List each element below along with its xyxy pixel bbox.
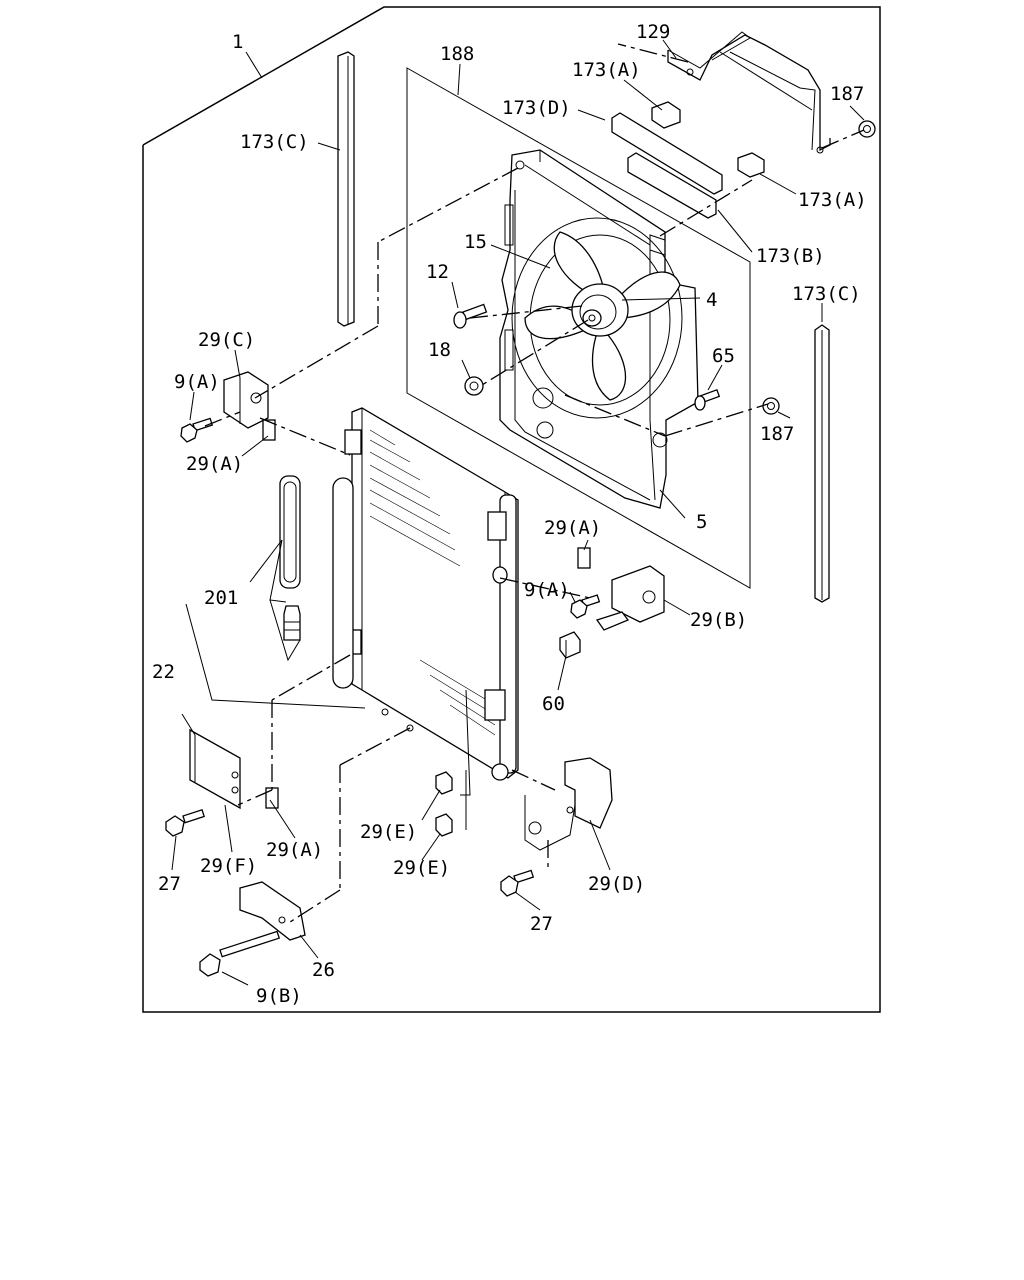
fan-motor [571, 283, 629, 337]
nut-18 [464, 376, 484, 396]
label-26: 26 [312, 959, 335, 981]
bracket-29d [524, 757, 613, 851]
seal-pad-173a-right [737, 152, 765, 178]
label-29e-2: 29(E) [393, 857, 450, 879]
label-29b: 29(B) [690, 609, 747, 631]
label-29a-left: 29(A) [186, 453, 243, 475]
bracket-29c [223, 371, 276, 441]
nut-187-top [858, 120, 876, 138]
part-labels: 1 129 188 173(A) 173(D) 187 173(C) 173(A… [152, 21, 867, 1007]
label-9a-right: 9(A) [524, 579, 570, 601]
label-201: 201 [204, 587, 238, 609]
bracket-26 [239, 881, 306, 941]
condenser-fins [369, 429, 496, 736]
fan-subassembly-frame [406, 67, 751, 589]
label-173b: 173(B) [756, 245, 825, 267]
label-173a-top: 173(A) [572, 59, 641, 81]
upper-bracket [667, 31, 831, 154]
label-173d: 173(D) [502, 97, 571, 119]
label-29d: 29(D) [588, 873, 645, 895]
bolt-27-left [165, 809, 206, 837]
label-60: 60 [542, 693, 565, 715]
bracket-29f [181, 713, 279, 810]
bolt-9a-right [570, 594, 601, 619]
label-12: 12 [426, 261, 449, 283]
leader-lines [171, 39, 865, 986]
plug-201 [283, 605, 301, 641]
label-22: 22 [152, 661, 175, 683]
fan-blades [511, 217, 683, 419]
spacer-29e-2 [435, 813, 453, 837]
bolt-9b [199, 930, 281, 977]
label-29a-bottom: 29(A) [266, 839, 323, 861]
desiccant-bag [279, 475, 301, 589]
label-187-mid: 187 [760, 423, 794, 445]
seal-pad-173a-top [651, 101, 681, 129]
bracket-29b [577, 547, 665, 631]
label-18: 18 [428, 339, 451, 361]
label-188: 188 [440, 43, 474, 65]
seal-strip-left [337, 51, 355, 327]
label-65: 65 [712, 345, 735, 367]
seal-strip-173b [627, 152, 717, 219]
label-15: 15 [464, 231, 487, 253]
receiver-drier [332, 477, 354, 689]
label-1: 1 [232, 31, 243, 53]
label-4: 4 [706, 289, 717, 311]
seal-strip-right [814, 324, 830, 603]
assembly-frame [142, 6, 881, 1013]
label-27-right: 27 [530, 913, 553, 935]
alignment-lines [204, 43, 865, 923]
seal-strip-173d [611, 112, 723, 195]
bolt-12 [453, 303, 488, 329]
bolt-65 [694, 389, 721, 411]
label-5: 5 [696, 511, 707, 533]
clip-60 [559, 631, 581, 659]
nut-187-middle [762, 397, 780, 415]
label-173a-right: 173(A) [798, 189, 867, 211]
spacer-29e-1 [435, 771, 453, 795]
label-29c: 29(C) [198, 329, 255, 351]
bolt-9a-left [180, 417, 214, 443]
label-173c-left: 173(C) [240, 131, 309, 153]
bolt-27-right [500, 869, 535, 897]
label-129: 129 [636, 21, 670, 43]
label-29f: 29(F) [200, 855, 257, 877]
label-29a-right: 29(A) [544, 517, 601, 539]
label-9a-left: 9(A) [174, 371, 220, 393]
label-9b: 9(B) [256, 985, 302, 1007]
label-187-top: 187 [830, 83, 864, 105]
label-29e-1: 29(E) [360, 821, 417, 843]
condenser [344, 407, 519, 781]
label-173c-right: 173(C) [792, 283, 861, 305]
label-27-left: 27 [158, 873, 181, 895]
